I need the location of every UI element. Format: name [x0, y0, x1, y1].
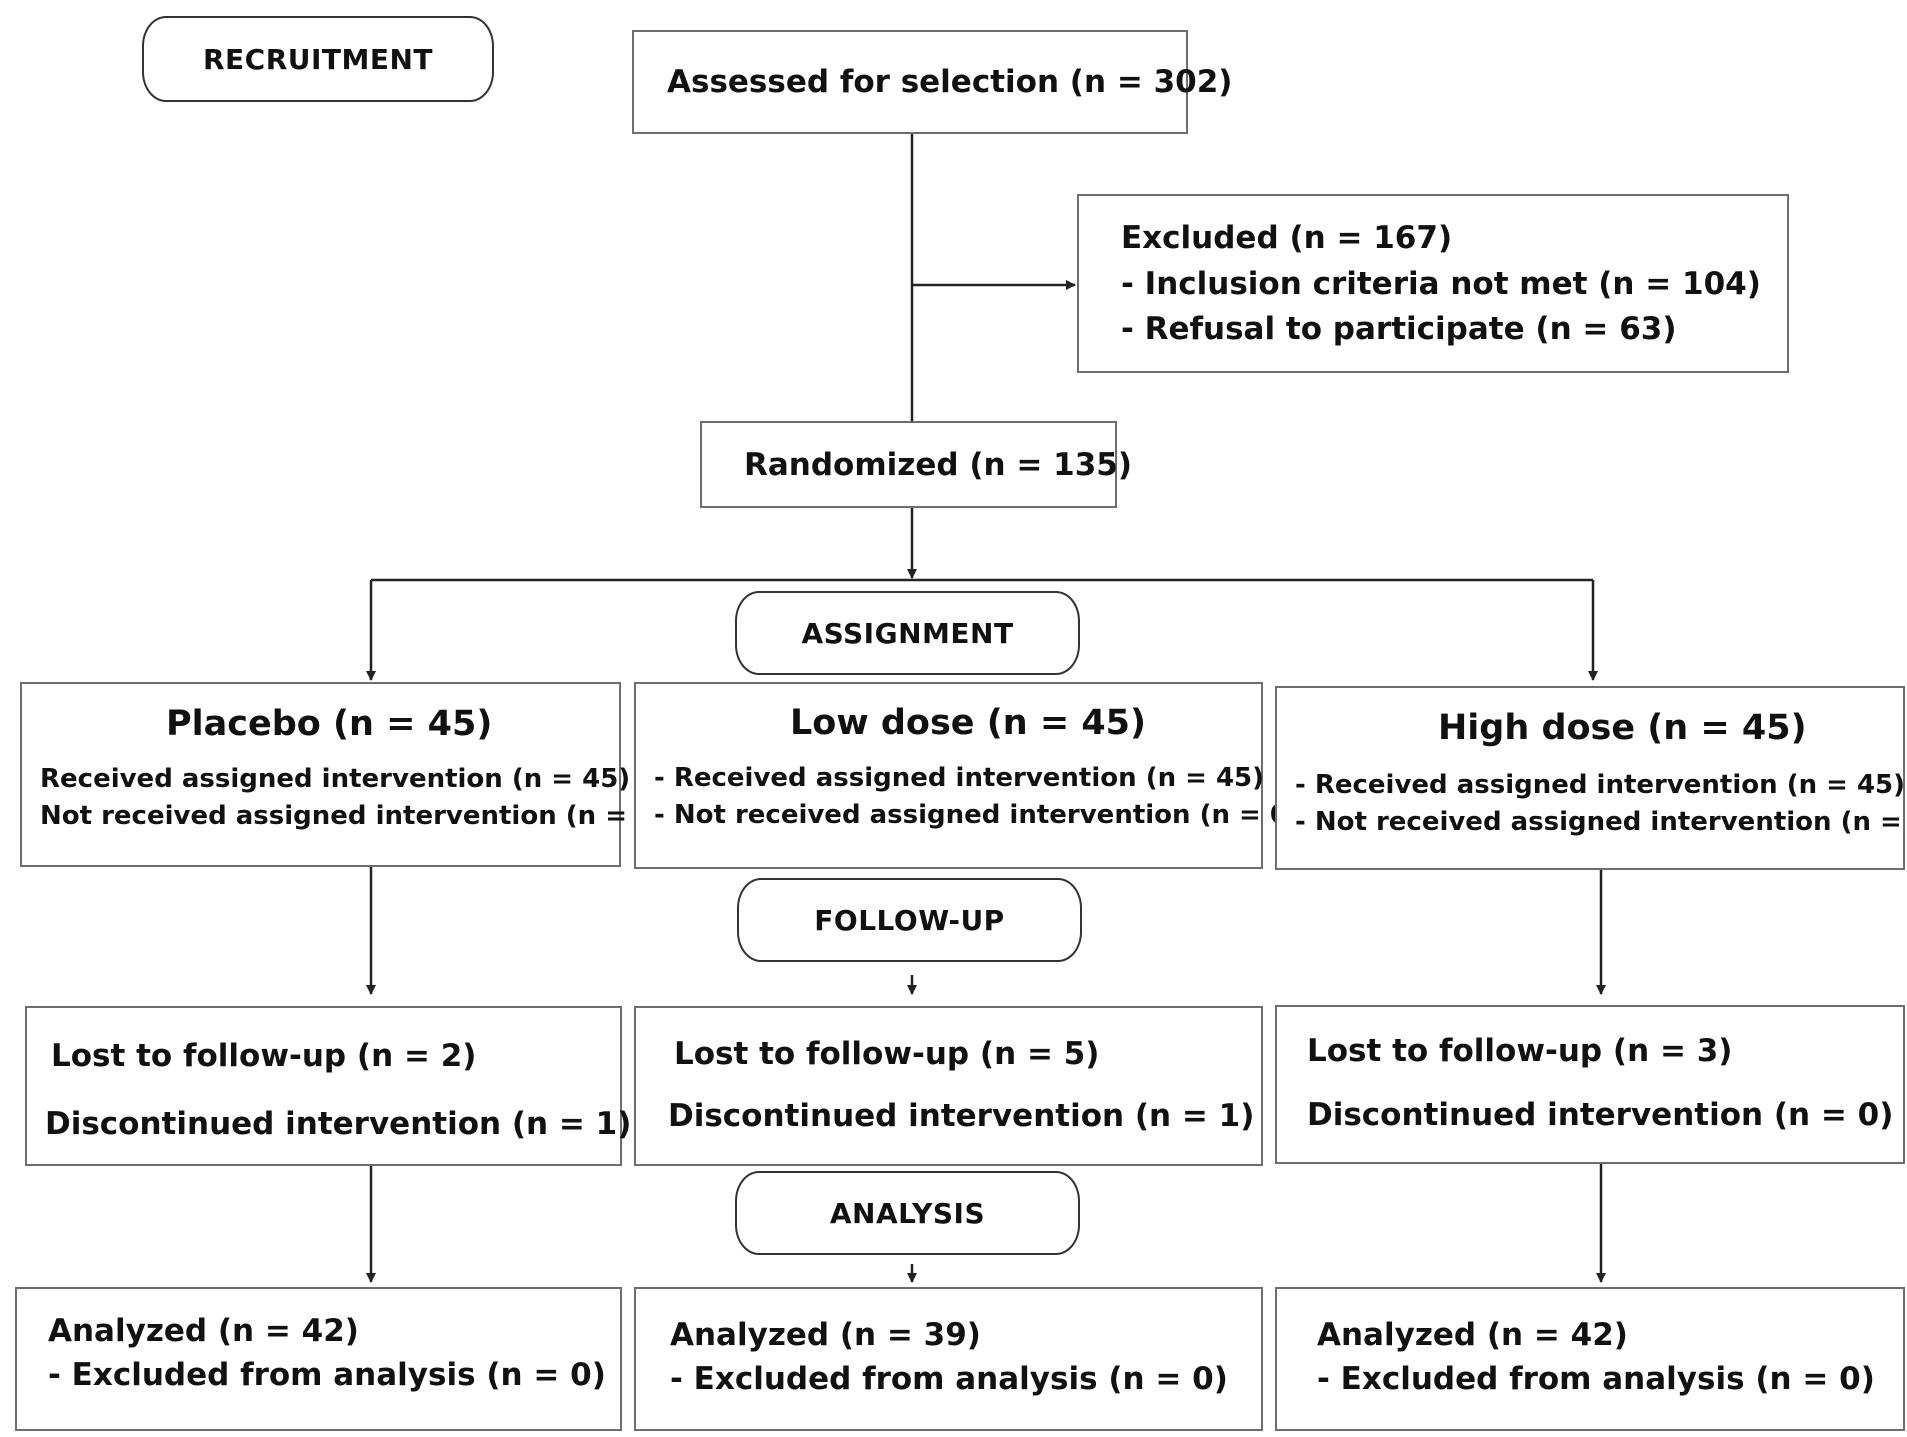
- analysis-highdose-excluded: - Excluded from analysis (n = 0): [1317, 1361, 1875, 1397]
- followup-placebo-discontinued: Discontinued intervention (n = 1): [45, 1106, 632, 1142]
- arm-lowdose-title: Low dose (n = 45): [790, 703, 1147, 743]
- arm-lowdose-not-received: - Not received assigned intervention (n …: [654, 800, 1300, 830]
- analysis-highdose-analyzed: Analyzed (n = 42): [1317, 1317, 1628, 1353]
- arm-highdose-box: High dose (n = 45) - Received assigned i…: [1275, 686, 1907, 870]
- arm-placebo-not-received: Not received assigned intervention (n = …: [40, 801, 667, 831]
- randomized-text: Randomized (n = 135): [744, 447, 1132, 483]
- followup-lowdose-lost: Lost to follow-up (n = 5): [674, 1036, 1100, 1072]
- assessed-text: Assessed for selection (n = 302): [667, 64, 1233, 100]
- arm-placebo-title: Placebo (n = 45): [166, 704, 493, 744]
- stage-followup-label: FOLLOW-UP: [814, 903, 1005, 937]
- arm-highdose-title: High dose (n = 45): [1438, 708, 1807, 748]
- excluded-title: Excluded (n = 167): [1121, 220, 1453, 256]
- followup-highdose-lost: Lost to follow-up (n = 3): [1307, 1033, 1733, 1069]
- analysis-highdose-box: Analyzed (n = 42) - Excluded from analys…: [1275, 1287, 1905, 1431]
- stage-assignment: ASSIGNMENT: [735, 591, 1080, 675]
- analysis-placebo-analyzed: Analyzed (n = 42): [48, 1313, 359, 1349]
- arm-highdose-not-received: - Not received assigned intervention (n …: [1295, 807, 1907, 837]
- analysis-lowdose-analyzed: Analyzed (n = 39): [670, 1317, 981, 1353]
- followup-lowdose-discontinued: Discontinued intervention (n = 1): [668, 1098, 1255, 1134]
- stage-recruitment-label: RECRUITMENT: [202, 42, 434, 76]
- stage-analysis-label: ANALYSIS: [829, 1196, 986, 1230]
- analysis-placebo-box: Analyzed (n = 42) - Excluded from analys…: [15, 1287, 622, 1431]
- analysis-placebo-excluded: - Excluded from analysis (n = 0): [48, 1357, 606, 1393]
- analysis-lowdose-box: Analyzed (n = 39) - Excluded from analys…: [634, 1287, 1263, 1431]
- randomized-box: Randomized (n = 135): [700, 421, 1132, 508]
- followup-placebo-lost: Lost to follow-up (n = 2): [51, 1038, 477, 1074]
- arm-lowdose-received: - Received assigned intervention (n = 45…: [654, 763, 1265, 793]
- arm-placebo-box: Placebo (n = 45) Received assigned inter…: [20, 682, 666, 867]
- analysis-lowdose-excluded: - Excluded from analysis (n = 0): [670, 1361, 1228, 1397]
- assessed-box: Assessed for selection (n = 302): [632, 30, 1232, 134]
- stage-followup: FOLLOW-UP: [737, 878, 1082, 962]
- excluded-reason-1: - Inclusion criteria not met (n = 104): [1121, 266, 1761, 302]
- excluded-box: Excluded (n = 167) - Inclusion criteria …: [1077, 194, 1789, 373]
- excluded-reason-2: - Refusal to participate (n = 63): [1121, 311, 1677, 347]
- followup-highdose-discontinued: Discontinued intervention (n = 0): [1307, 1097, 1894, 1133]
- followup-highdose-box: Lost to follow-up (n = 3) Discontinued i…: [1275, 1005, 1905, 1164]
- followup-placebo-box: Lost to follow-up (n = 2) Discontinued i…: [25, 1006, 631, 1166]
- stage-assignment-label: ASSIGNMENT: [801, 616, 1014, 650]
- arm-lowdose-box: Low dose (n = 45) - Received assigned in…: [634, 682, 1300, 869]
- followup-lowdose-box: Lost to follow-up (n = 5) Discontinued i…: [634, 1006, 1263, 1166]
- arm-highdose-received: - Received assigned intervention (n = 45…: [1295, 770, 1906, 800]
- arm-placebo-received: Received assigned intervention (n = 45): [40, 764, 631, 794]
- stage-recruitment: RECRUITMENT: [142, 16, 494, 102]
- stage-analysis: ANALYSIS: [735, 1171, 1080, 1255]
